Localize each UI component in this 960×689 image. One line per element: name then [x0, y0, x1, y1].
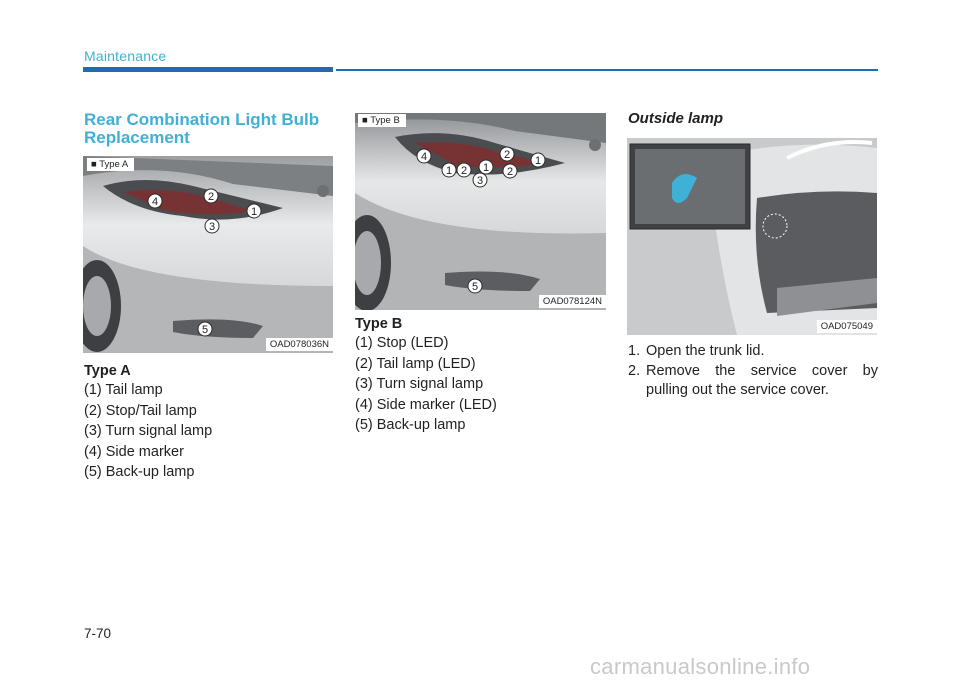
- callouts-b: 4 1 2 1 2 1 3 2 5: [416, 146, 546, 294]
- callout-label: 5: [472, 281, 478, 293]
- list-item: (1) Stop (LED): [355, 335, 449, 351]
- list-item: (5) Back-up lamp: [355, 417, 466, 433]
- figure-code-trunk: OAD075049: [816, 320, 877, 333]
- callout-label: 5: [202, 324, 208, 336]
- callout-label: 2: [507, 166, 513, 178]
- callout-label: 3: [209, 221, 215, 233]
- callout-label: 2: [208, 191, 214, 203]
- list-item: (1) Tail lamp: [84, 382, 163, 398]
- callout-label: 1: [535, 155, 541, 167]
- callout-label: 1: [483, 162, 489, 174]
- type-b-list: Type B (1) Stop (LED) (2) Tail lamp (LED…: [355, 316, 497, 436]
- callout-label: 4: [152, 196, 158, 208]
- callout-label: 1: [446, 165, 452, 177]
- figure-type-b: ■ Type B OAD078124N 4 1 2 1 2 1 3 2 5: [355, 113, 606, 310]
- step-text: Remove the service cover by pulling out …: [646, 363, 878, 398]
- callout-label: 1: [251, 206, 257, 218]
- page-title: Rear Combination Light Bulb Replacement: [84, 110, 320, 147]
- list-item: (4) Side marker: [84, 443, 184, 460]
- list-item: (3) Turn signal lamp: [355, 376, 484, 392]
- callout-label: 4: [421, 151, 427, 163]
- callouts-a: 4 2 1 3 5: [147, 188, 262, 337]
- figure-trunk: OAD075049: [627, 138, 877, 335]
- header-rule-dark: [83, 67, 333, 72]
- figure-code-b: OAD078124N: [538, 295, 606, 308]
- section-header: Maintenance: [84, 48, 167, 64]
- step-text: Open the trunk lid.: [646, 343, 765, 359]
- list-item: (5) Back-up lamp: [84, 464, 195, 480]
- type-a-list: Type A (1) Tail lamp (2) Stop/Tail lamp …: [84, 363, 212, 483]
- callout-label: 3: [477, 175, 483, 187]
- figure-type-a: ■ Type A OAD078036N 4 2 1 3 5: [83, 156, 333, 353]
- list-item: (3) Turn signal lamp: [84, 423, 213, 439]
- figure-tag-type-a: ■ Type A: [87, 158, 135, 171]
- figure-tag-type-b: ■ Type B: [358, 114, 406, 127]
- callout-label: 2: [461, 165, 467, 177]
- step-2: 2. Remove the service cover by pulling o…: [628, 362, 878, 400]
- list-item: (2) Stop/Tail lamp: [84, 402, 197, 419]
- car-rear-illustration-a: [83, 156, 333, 353]
- step-number: 1.: [628, 343, 641, 359]
- watermark: carmanualsonline.info: [590, 654, 811, 679]
- figure-code-a: OAD078036N: [265, 338, 333, 351]
- header-rule: [336, 69, 878, 71]
- list-title: Type B: [355, 316, 403, 332]
- list-title: Type A: [84, 363, 131, 379]
- list-item: (4) Side marker (LED): [355, 396, 497, 413]
- callout-label: 2: [504, 149, 510, 161]
- list-item: (2) Tail lamp (LED): [355, 355, 476, 372]
- page-number: 7-70: [84, 626, 112, 641]
- step-1: 1. Open the trunk lid.: [628, 342, 765, 361]
- trunk-illustration: [627, 138, 877, 335]
- subsection-title: Outside lamp: [628, 110, 724, 127]
- step-number: 2.: [628, 363, 641, 379]
